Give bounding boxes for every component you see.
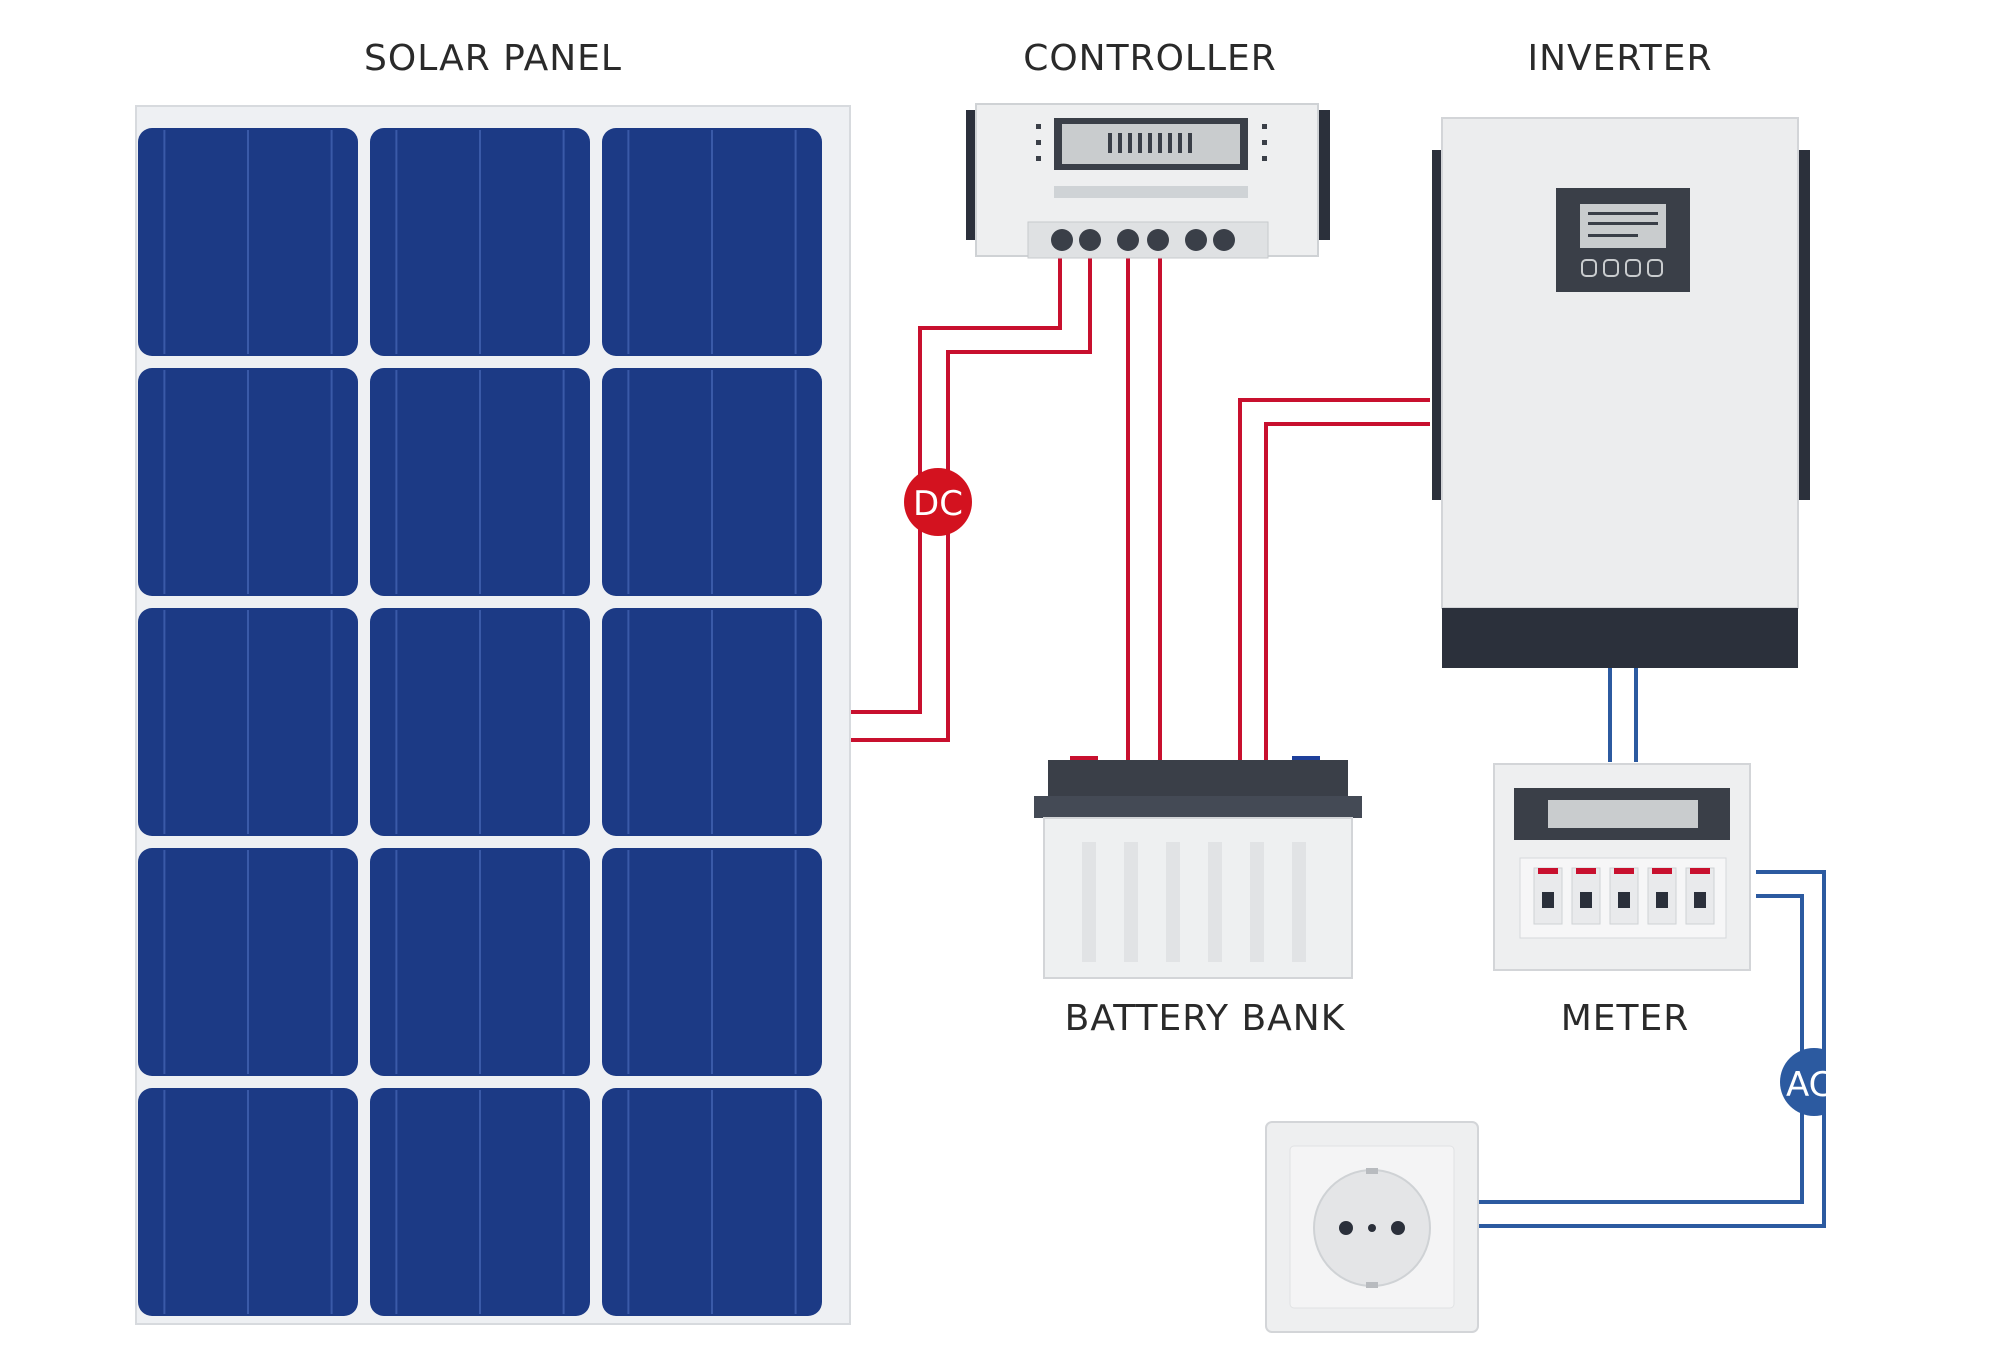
- dc-badge: DC: [904, 468, 972, 536]
- terminal-3: [1117, 229, 1139, 251]
- inverter-button-2: [1603, 259, 1619, 277]
- terminal-6: [1213, 229, 1235, 251]
- charge-controller: [966, 103, 1330, 259]
- inverter-button-3: [1625, 259, 1641, 277]
- terminal-4: [1147, 229, 1169, 251]
- socket-hole-left: [1339, 1221, 1353, 1235]
- wire-meter-socket-b: [1476, 894, 1804, 1204]
- solar-panel: [135, 105, 851, 1325]
- ac-wires: [1476, 668, 1826, 1228]
- meter-display: [1548, 800, 1698, 828]
- meter: [1493, 763, 1751, 971]
- inverter-label: INVERTER: [1527, 38, 1713, 79]
- wire-panel-controller-a: [850, 258, 1062, 714]
- socket-ground-top: [1366, 1168, 1378, 1174]
- wire-battery-inverter-b: [1264, 422, 1430, 760]
- terminal-5: [1185, 229, 1207, 251]
- meter-breakers: [1533, 867, 1715, 925]
- socket-hole-right: [1391, 1221, 1405, 1235]
- inverter-buttons: [1581, 259, 1663, 277]
- meter-label: METER: [1560, 998, 1690, 1039]
- terminal-2: [1079, 229, 1101, 251]
- inverter-base: [1442, 608, 1798, 668]
- controller-right-bracket: [1318, 110, 1330, 240]
- battery-bank: [1034, 756, 1362, 979]
- battery-top: [1048, 760, 1348, 796]
- battery-lid: [1034, 796, 1362, 818]
- battery-cell-ribs: [1082, 842, 1306, 962]
- solar-panel-cells: [138, 128, 822, 1316]
- controller-indicator-dots: [1036, 124, 1267, 161]
- controller-strip: [1054, 186, 1248, 198]
- dc-badge-circle: [904, 468, 972, 536]
- image-right-crop: [1826, 1030, 2000, 1140]
- dc-wires: [850, 258, 1430, 760]
- battery-bank-label: BATTERY BANK: [1064, 998, 1346, 1039]
- wire-meter-socket-a: [1476, 870, 1826, 1228]
- terminal-1: [1051, 229, 1073, 251]
- controller-label: CONTROLLER: [1023, 38, 1277, 79]
- wire-battery-inverter-a: [1238, 398, 1430, 760]
- inverter-display: [1580, 204, 1666, 248]
- inverter: [1432, 117, 1810, 668]
- controller-terminals: [1051, 229, 1235, 251]
- inverter-right-bracket: [1798, 150, 1810, 500]
- solar-panel-label: SOLAR PANEL: [364, 38, 622, 79]
- ac-badge-text: AC: [1786, 1065, 1832, 1105]
- wire-panel-controller-b: [850, 258, 1092, 742]
- controller-display-digits: [1108, 133, 1192, 153]
- dc-badge-text: DC: [913, 484, 963, 524]
- power-socket-icon: [1265, 1121, 1479, 1333]
- socket-center-screw: [1368, 1224, 1376, 1232]
- inverter-display-digits: [1588, 212, 1658, 237]
- inverter-button-1: [1581, 259, 1597, 277]
- inverter-button-4: [1647, 259, 1663, 277]
- socket-ground-bottom: [1366, 1282, 1378, 1288]
